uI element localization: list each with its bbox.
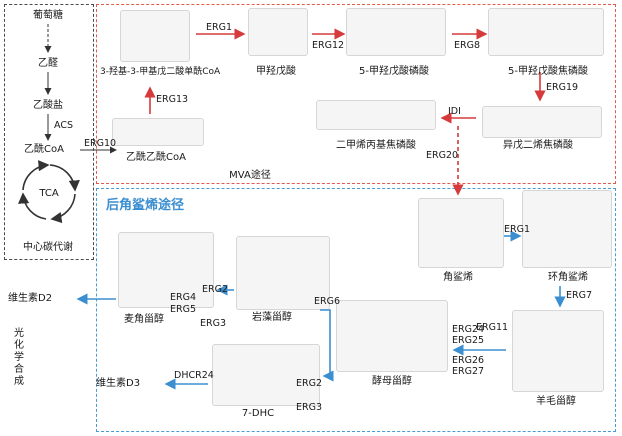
acetoacetyl-coa-label: 乙酰乙酰CoA [126, 152, 186, 163]
squalene-label: 角鲨烯 [443, 272, 473, 283]
acetaldehyde-label: 乙醛 [38, 58, 58, 69]
ipp-label: 异戊二烯焦磷酸 [503, 140, 573, 151]
erg2-top-enzyme-label: ERG2 [202, 284, 229, 295]
fecosterol-label: 岩藻甾醇 [252, 312, 292, 323]
erg6-enzyme-label: ERG6 [314, 296, 341, 307]
tca-cycle-arc-3 [50, 193, 76, 224]
fecosterol-structure [236, 236, 330, 310]
mevalonate-5p-label: 5-甲羟戊酸磷酸 [359, 66, 429, 77]
glucose-label: 葡萄糖 [33, 10, 63, 21]
erg7-enzyme-label: ERG7 [566, 290, 593, 301]
acetyl-coa-label: 乙酰CoA [24, 144, 64, 155]
mva-pathway-box [96, 4, 616, 184]
mevalonate-5p-structure [346, 8, 446, 56]
erg10-enzyme-label: ERG10 [84, 138, 117, 149]
erg3-top-enzyme-label: ERG3 [200, 318, 227, 329]
erg3-bottom-enzyme-label: ERG3 [296, 402, 323, 413]
erg11-enzyme-label: ERG11 [476, 322, 509, 333]
tca-cycle-arc-1 [22, 160, 50, 191]
erg26-enzyme-label: ERG26 [452, 355, 485, 366]
acetate-label: 乙酸盐 [33, 100, 63, 111]
seven-dhc-label: 7-DHC [241, 408, 275, 419]
erg8-enzyme-label: ERG8 [454, 40, 481, 51]
erg1-post-enzyme-label: ERG1 [504, 224, 531, 235]
arrow-fecosterol-branch-to-7-dhc [320, 309, 334, 382]
post-squalene-title: 后角鲨烯途径 [106, 198, 185, 213]
erg12-enzyme-label: ERG12 [312, 40, 345, 51]
erg2-bottom-enzyme-label: ERG2 [296, 378, 323, 389]
tca-cycle-arc-4 [18, 192, 47, 220]
ergosterol-structure [118, 232, 214, 308]
squalene-structure [418, 198, 504, 268]
vitamin-d2-label: 维生素D2 [8, 293, 53, 304]
ipp-structure [482, 106, 602, 138]
erg24-enzyme-label: ERG24 [452, 324, 485, 335]
erg25-enzyme-label: ERG25 [452, 335, 485, 346]
acetoacetyl-coa-structure [112, 118, 204, 146]
seven-dhc-structure [212, 344, 320, 406]
dhcr24-enzyme-label: DHCR24 [174, 370, 214, 381]
zymosterol-label: 酵母甾醇 [372, 376, 412, 387]
dmapp-structure [316, 100, 436, 130]
hmg-coa-structure [120, 10, 190, 62]
mevalonate-label: 甲羟戊酸 [256, 66, 296, 77]
erg27-enzyme-label: ERG27 [452, 366, 485, 377]
hmg-coa-label: 3-羟基-3-甲基戊二酸单酰CoA [100, 67, 221, 77]
erg13-enzyme-label: ERG13 [156, 94, 189, 105]
erg19-enzyme-label: ERG19 [546, 82, 579, 93]
erg20-enzyme-label: ERG20 [426, 150, 459, 161]
mevalonate-5pp-label: 5-甲羟戊酸焦磷酸 [508, 66, 588, 77]
tca-label: TCA [39, 188, 59, 199]
ergosterol-label: 麦角甾醇 [124, 314, 164, 325]
vitamin-d3-label: 维生素D3 [96, 378, 141, 389]
erg1-mva-enzyme-label: ERG1 [206, 22, 233, 33]
zymosterol-structure [336, 300, 448, 372]
tca-cycle-arc-2 [49, 164, 80, 192]
idi-enzyme-label: IDI [448, 106, 461, 117]
photochemical-synthesis-label: 光化学合成 [14, 328, 24, 387]
erg4-enzyme-label: ERG4 [170, 292, 197, 303]
central-metabolism-box [4, 4, 94, 260]
dmapp-label: 二甲烯丙基焦磷酸 [336, 140, 416, 151]
mevalonate-5pp-structure [488, 8, 604, 56]
mva-pathway-title: MVA途径 [229, 170, 271, 181]
erg5-enzyme-label: ERG5 [170, 304, 197, 315]
lanosterol-label: 羊毛甾醇 [536, 396, 576, 407]
central-metabolism-title: 中心碳代谢 [23, 242, 73, 253]
oxidosqualene-label: 环角鲨烯 [548, 272, 588, 283]
oxidosqualene-structure [522, 190, 612, 268]
post-squalene-box [96, 188, 616, 432]
acs-enzyme-label: ACS [54, 120, 73, 131]
lanosterol-structure [512, 310, 604, 392]
mevalonate-structure [248, 8, 308, 56]
